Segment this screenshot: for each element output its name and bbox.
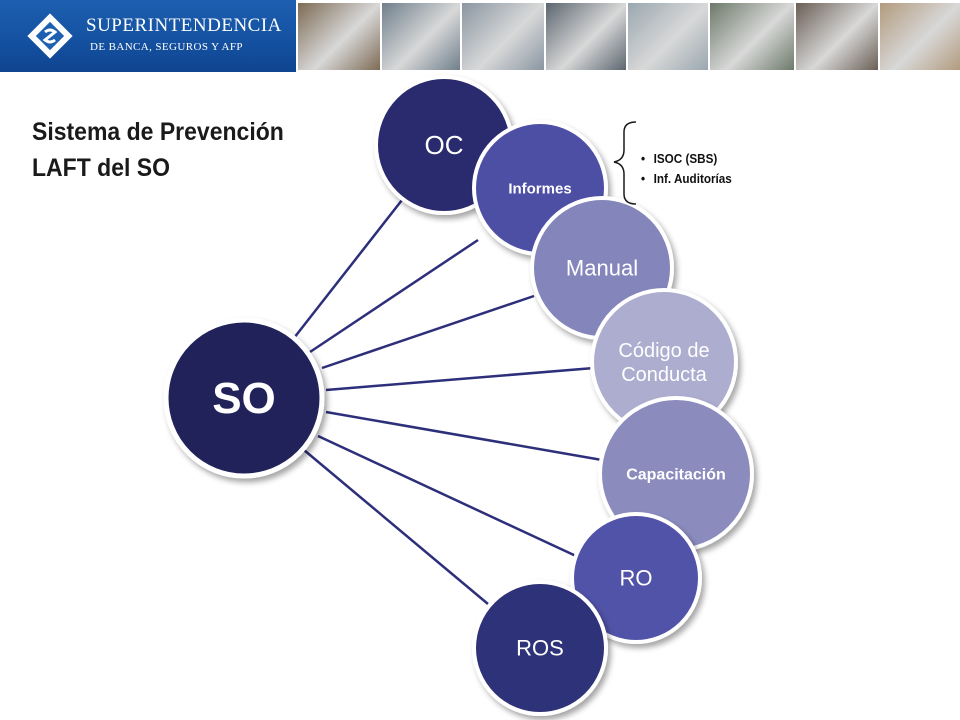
bullet-item: •ISOC (SBS) bbox=[641, 151, 718, 166]
node-label-codigo: Código de bbox=[618, 340, 709, 362]
keyboard-enter-photo bbox=[462, 3, 545, 70]
laptop-photo bbox=[546, 3, 627, 70]
connector-oc bbox=[293, 199, 403, 339]
header-banner: SUPERINTENDENCIA DE BANCA, SEGUROS Y AFP bbox=[0, 0, 960, 72]
businessmen-photo bbox=[796, 3, 879, 70]
connector-lines bbox=[293, 199, 603, 605]
node-label-oc: OC bbox=[425, 130, 464, 160]
connector-codigo bbox=[325, 366, 595, 392]
node-label-capacitacion: Capacitación bbox=[626, 467, 726, 484]
signing-photo bbox=[880, 3, 960, 70]
node-label-ros: ROS bbox=[516, 636, 564, 661]
sbs-logo-icon bbox=[27, 13, 73, 59]
node-label-ro: RO bbox=[620, 566, 653, 591]
node-circle-ro bbox=[570, 512, 702, 644]
node-capacitacion: Capacitación bbox=[598, 396, 754, 552]
node-label-manual: Manual bbox=[566, 256, 638, 281]
connector-ros bbox=[303, 449, 489, 605]
node-ro: RO bbox=[570, 512, 702, 644]
logo-title: SUPERINTENDENCIA bbox=[86, 15, 282, 36]
title-line-1: Sistema de Prevención bbox=[32, 118, 284, 146]
building-photo bbox=[382, 3, 461, 70]
node-label-codigo: Conducta bbox=[621, 364, 707, 386]
terminal-photo bbox=[710, 3, 795, 70]
page-title: Sistema de Prevención LAFT del SO bbox=[32, 114, 284, 186]
node-circle-ros bbox=[472, 580, 608, 716]
curly-brace bbox=[613, 121, 637, 205]
sbs-logo: SUPERINTENDENCIA DE BANCA, SEGUROS Y AFP bbox=[0, 0, 296, 72]
title-line-2: LAFT del SO bbox=[32, 154, 170, 182]
center-node-so: SO bbox=[163, 317, 325, 479]
bullet-item: •Inf. Auditorías bbox=[641, 171, 732, 186]
connector-manual bbox=[321, 294, 535, 370]
node-label-informes: Informes bbox=[508, 180, 571, 197]
informes-bullet-list: •ISOC (SBS) •Inf. Auditorías bbox=[641, 149, 732, 189]
banknotes-photo bbox=[628, 3, 709, 70]
node-ros: ROS bbox=[472, 580, 608, 716]
card-payment-photo bbox=[298, 3, 381, 70]
center-label: SO bbox=[212, 374, 276, 423]
center-circle bbox=[163, 317, 325, 479]
connector-capacitacion bbox=[325, 410, 603, 462]
logo-subtitle: DE BANCA, SEGUROS Y AFP bbox=[90, 41, 243, 53]
connector-informes bbox=[309, 238, 479, 354]
connector-ro bbox=[317, 434, 577, 558]
